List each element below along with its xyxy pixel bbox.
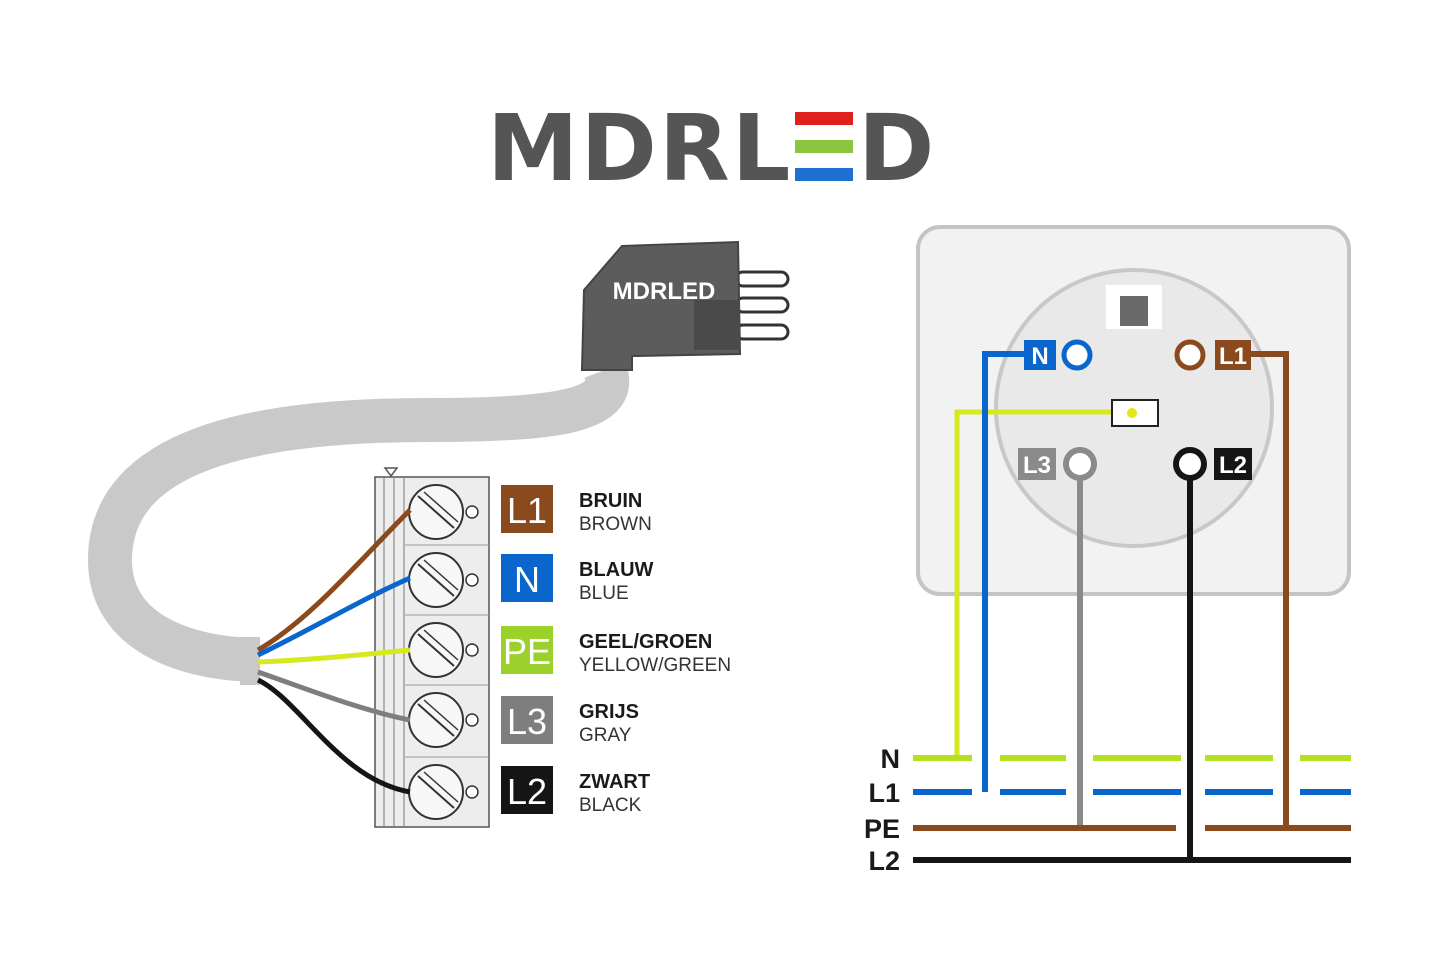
wire-pe [954,409,1130,758]
wire-brown [256,508,412,653]
legend-code: L1 [507,490,547,531]
legend-code: L2 [507,771,547,812]
cable [87,362,630,682]
plug-pins [734,270,790,341]
l3-label-bg [1018,448,1056,480]
bus-label: L1 [868,778,900,808]
wire-l1 [1240,351,1289,828]
logo-text-prefix: MDRL [487,95,792,202]
outlet-ground-clip [1120,296,1148,326]
legend-code: L3 [507,701,547,742]
legend-code: N [514,559,540,600]
pe-terminal-dot [1127,408,1137,418]
legend-name: BLAUW [579,559,654,581]
terminal-label-l1: L1 [1219,343,1247,370]
terminal-screw [408,764,479,820]
legend-badge [501,485,553,533]
cable-end [240,637,260,685]
n-terminal-ring [1061,339,1093,371]
logo-bar-red [795,112,853,125]
logo-bar-green [795,140,853,153]
terminal-screw [408,622,479,678]
terminal-screw [408,552,479,608]
outlet-wiring: N L1 L3 L2 [954,339,1289,860]
wire-n [982,351,1030,792]
l2-terminal-ring [1173,447,1207,481]
plug-brand-text: MDRLED [613,278,716,305]
legend-english: YELLOW/GREEN [579,655,731,676]
terminal-label-l3: L3 [1023,452,1051,479]
legend-badge [501,554,553,602]
legend-code: PE [503,631,551,672]
wire-gray [257,669,411,723]
wire-blue [256,575,412,658]
bus-line: N [881,744,1351,774]
logo-bar-blue [795,168,853,181]
bus-line: PE [864,814,1351,844]
legend-name: ZWART [579,771,650,793]
plug-assembly: MDRLED [87,240,790,685]
bus-line: L2 [868,846,1351,876]
l1-label-bg [1215,340,1251,370]
legend-english: GRAY [579,725,632,746]
bus-line: L1 [868,778,1351,808]
logo-e-bars [795,112,853,181]
logo-text-suffix: D [858,95,934,202]
l2-label-bg [1214,448,1252,480]
legend-english: BLUE [579,583,629,604]
plug-pin [734,323,790,341]
brand-logo: MDRL D [487,95,934,202]
legend-badge [501,766,553,814]
cable-wires [256,508,412,795]
l3-terminal-ring [1063,447,1097,481]
bus-label: N [881,744,901,774]
n-label-bg [1024,340,1056,370]
legend-name: GEEL/GROEN [579,631,712,653]
plug-pin [734,270,790,288]
plug-side [694,300,740,350]
bus-label: PE [864,814,900,844]
terminal-label-l2: L2 [1219,452,1247,479]
terminal-label-n: N [1031,343,1048,370]
wire-black [256,677,411,795]
legend-english: BLACK [579,795,642,816]
wire-yellow-green [257,647,411,665]
plug-pin [734,296,790,314]
bus-label: L2 [868,846,900,876]
legend-badge [501,696,553,744]
terminal-marker [383,467,399,478]
l1-terminal-ring [1174,339,1206,371]
legend-name: GRIJS [579,701,639,723]
legend-name: BRUIN [579,490,642,512]
legend-badge [501,626,553,674]
legend-english: BROWN [579,514,652,535]
terminal-block [374,467,490,828]
